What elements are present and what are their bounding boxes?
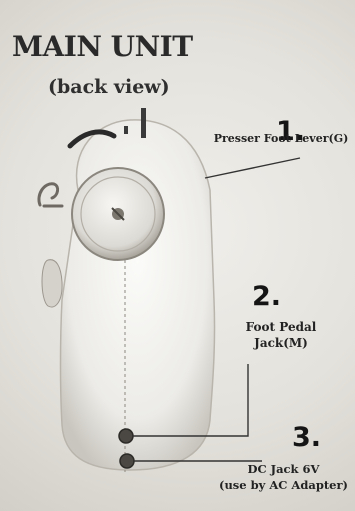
dc-jack (120, 454, 134, 468)
callout-label-foot-pedal-jack: Foot Pedal Jack(M) (226, 319, 336, 351)
leader-line-1 (205, 158, 300, 178)
page-subtitle: (back view) (48, 76, 170, 98)
callout-label-2-line-1: Foot Pedal (226, 319, 336, 335)
callout-label-3-line-2: (use by AC Adapter) (212, 477, 355, 493)
callout-label-presser-foot-lever: Presser Foot Lever(G) (208, 131, 354, 147)
foot-pedal-jack (119, 429, 133, 443)
callout-label-3-line-1: DC Jack 6V (212, 461, 355, 477)
callout-label-2-line-2: Jack(M) (226, 335, 336, 351)
callout-number-3: 3. (292, 422, 321, 453)
side-knob (42, 260, 62, 307)
thread-guide (39, 184, 62, 206)
callout-number-2: 2. (252, 281, 281, 312)
top-post (141, 108, 146, 138)
page-title: MAIN UNIT (12, 30, 193, 63)
callout-label-dc-jack: DC Jack 6V (use by AC Adapter) (212, 461, 355, 493)
